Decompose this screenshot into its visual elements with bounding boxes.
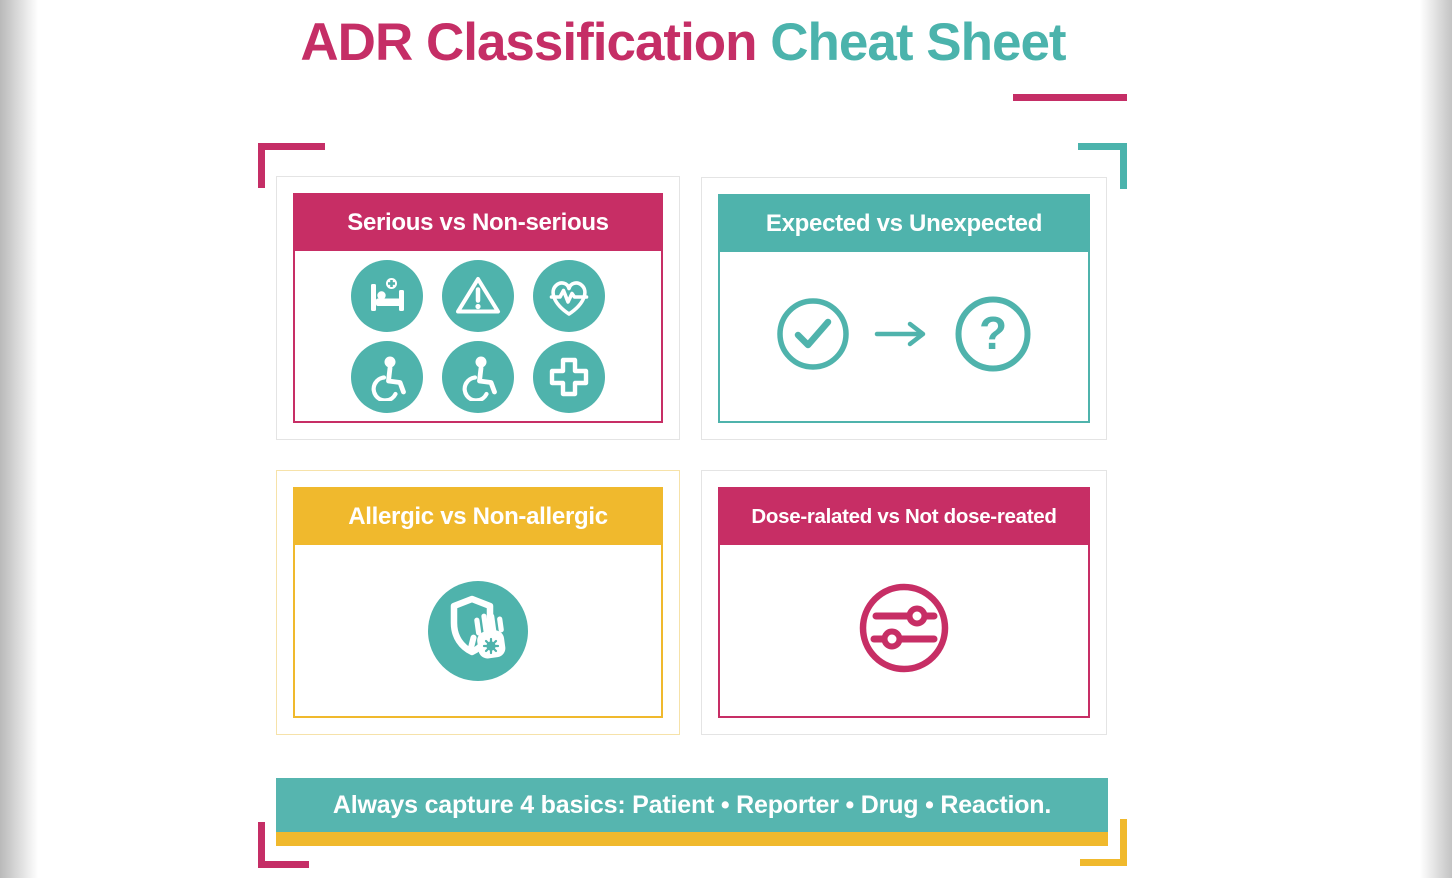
card-serious-vs-nonserious: Serious vs Non-serious (276, 176, 680, 440)
card-allergic-header: Allergic vs Non-allergic (295, 489, 661, 545)
card-serious-frame: Serious vs Non-serious (293, 193, 663, 423)
card-serious-body (295, 251, 661, 421)
wheelchair-icon (351, 340, 423, 413)
card-allergic-vs-nonallergic: Allergic vs Non-allergic (276, 470, 680, 735)
card-serious-header: Serious vs Non-serious (295, 195, 661, 251)
card-expected-body: ? (720, 252, 1088, 421)
right-edge-shading (1420, 0, 1452, 878)
card-dose-header: Dose-ralated vs Not dose-reated (720, 489, 1088, 545)
corner-bracket-bottom-left (258, 822, 309, 868)
title-underline (1013, 94, 1127, 101)
card-dose-body (720, 545, 1088, 716)
corner-bracket-bottom-right (1080, 819, 1127, 866)
card-allergic-frame: Allergic vs Non-allergic (293, 487, 663, 718)
page-title-part1: ADR Classification (300, 13, 757, 72)
page-title: ADR Classification Cheat Sheet (183, 12, 1183, 73)
footer-text: Always capture 4 basics: Patient • Repor… (276, 778, 1108, 832)
footer-accent-strip (276, 832, 1108, 846)
card-expected-frame: Expected vs Unexpected (718, 194, 1090, 423)
svg-text:?: ? (979, 307, 1007, 359)
wheelchair-icon (442, 340, 514, 413)
corner-bracket-top-right (1078, 143, 1127, 189)
card-dose-frame: Dose-ralated vs Not dose-reated (718, 487, 1090, 718)
arrow-right-icon (873, 320, 931, 353)
hospital-bed-icon (351, 259, 423, 332)
card-doserelated-vs-notdoserelated: Dose-ralated vs Not dose-reated (701, 470, 1107, 735)
heart-ecg-icon (533, 259, 605, 332)
card-expected-vs-unexpected: Expected vs Unexpected (701, 177, 1107, 440)
card-expected-header: Expected vs Unexpected (720, 196, 1088, 252)
question-circle-icon: ? (953, 294, 1033, 379)
dose-sliders-icon (854, 578, 954, 683)
medical-cross-icon (533, 340, 605, 413)
card-allergic-body (295, 545, 661, 716)
left-edge-shading (0, 0, 38, 878)
warning-triangle-icon (442, 259, 514, 332)
expected-icon-row: ? (775, 294, 1033, 379)
serious-icon-grid (351, 259, 605, 413)
footer-banner: Always capture 4 basics: Patient • Repor… (276, 778, 1108, 846)
page-title-part2: Cheat Sheet (770, 13, 1066, 72)
shield-hand-icon (428, 580, 528, 681)
check-circle-icon (775, 296, 851, 377)
corner-bracket-top-left (258, 143, 325, 188)
